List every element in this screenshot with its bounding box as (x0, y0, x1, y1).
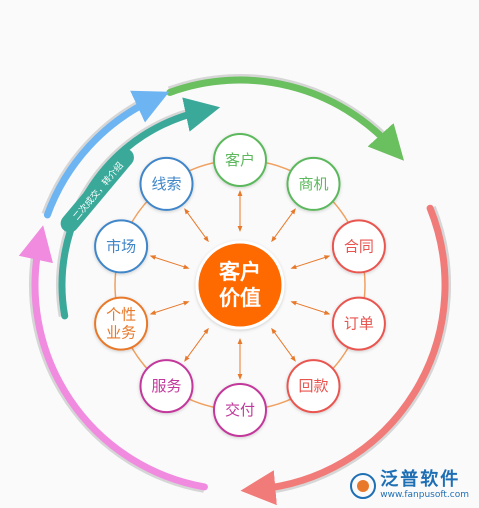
blue-arrow (43, 90, 170, 219)
brand-logo: 泛普软件 www.fanpusoft.com (350, 471, 469, 500)
spoke-arrow (271, 208, 296, 243)
red-arrow (240, 204, 449, 506)
stage-node-label: 订单 (344, 315, 374, 333)
stage-node: 合同 (331, 219, 386, 274)
green-arrow (166, 76, 405, 161)
stage-node-circle (213, 133, 267, 187)
center-label-line2: 价值 (219, 286, 261, 310)
stage-node-label: 回款 (298, 377, 328, 395)
stage-node-label: 客户 (225, 151, 255, 169)
outer-cycle-arrows (18, 73, 452, 506)
stage-node-label: 商机 (298, 175, 328, 193)
stage-node: 市场 (94, 219, 149, 274)
spoke-arrows (149, 190, 331, 380)
stage-node: 交付 (213, 383, 267, 437)
logo-name: 泛普软件 (380, 469, 461, 490)
logo-icon (350, 472, 377, 499)
spoke-arrow (290, 255, 331, 270)
stage-node: 商机 (286, 156, 341, 211)
stage-node: 个性业务 (94, 296, 149, 351)
stage-node-circle (331, 296, 386, 351)
stage-node-circle (94, 219, 149, 274)
stage-node: 线索 (139, 156, 194, 211)
stage-node-circle (286, 359, 341, 414)
spoke-arrow (184, 208, 209, 243)
stage-node-label: 市场 (106, 237, 136, 255)
stage-node-label: 线索 (151, 175, 181, 193)
stage-node: 订单 (331, 296, 386, 351)
spoke-arrow (149, 300, 190, 315)
stage-node: 客户 (213, 133, 267, 187)
stage-node-circle (331, 219, 386, 274)
spoke-arrow (271, 327, 296, 362)
spoke-arrow (290, 300, 331, 315)
stage-node-circle (286, 156, 341, 211)
stage-node-circle (139, 156, 194, 211)
stage-node-circle (94, 296, 149, 351)
stage-node-label: 个性业务 (106, 306, 136, 342)
spoke-arrow (149, 255, 190, 270)
stage-node: 服务 (139, 359, 194, 414)
stage-node-circle (139, 359, 194, 414)
pink-arrow (18, 225, 208, 491)
stage-node: 回款 (286, 359, 341, 414)
stage-node-label: 服务 (151, 377, 181, 395)
center-label-line1: 客户 (219, 260, 261, 284)
stage-node-circle (213, 383, 267, 437)
stage-node-label: 交付 (225, 401, 255, 419)
center-node (195, 240, 285, 330)
stage-node-label: 合同 (344, 237, 374, 255)
spoke-arrow (184, 327, 209, 362)
logo-url: www.fanpusoft.com (380, 490, 469, 500)
